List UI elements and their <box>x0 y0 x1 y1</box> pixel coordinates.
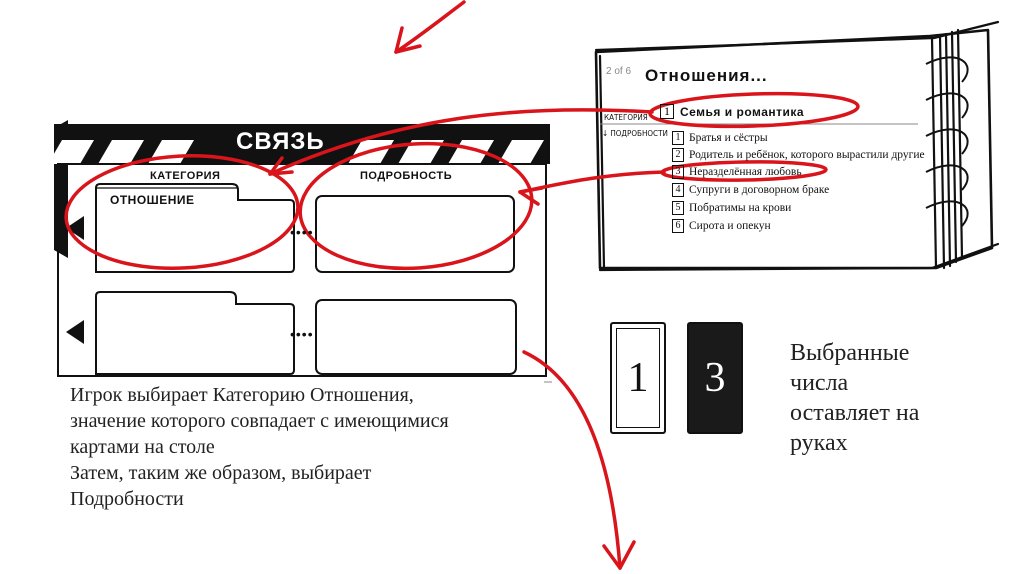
option-number: 6 <box>672 219 684 233</box>
option-text: Родитель и ребёнок, которого вырастили д… <box>689 149 925 161</box>
option-number: 3 <box>672 165 684 179</box>
arrow-top-icon <box>394 0 466 54</box>
details-header: ПОДРОБНОСТЬ <box>360 170 453 182</box>
highlight-ellipse-category <box>64 153 300 271</box>
number-card-1: 1 <box>610 322 666 434</box>
binding-rings-icon <box>925 56 969 227</box>
option-number: 1 <box>672 131 684 145</box>
connector-dots: •••• <box>290 326 314 342</box>
option-number: 4 <box>672 183 684 197</box>
side-caption: Выбранные числа оставляет на руках <box>790 338 990 458</box>
red-annotations <box>64 0 860 570</box>
option-number: 5 <box>672 201 684 215</box>
category-slot-1 <box>95 183 295 273</box>
category-number: 1 <box>660 104 674 119</box>
connector-dots: •••• <box>290 224 314 240</box>
option-text: Неразделённая любовь <box>689 166 802 178</box>
caption-line: Затем, таким же образом, выбирает <box>70 462 372 484</box>
category-title: Семья и романтика <box>680 104 805 119</box>
option-number: 2 <box>672 148 684 162</box>
caption-line: значение которого совпадает с имеющимися <box>70 410 449 432</box>
list-item: 5 Побратимы на крови <box>672 201 791 215</box>
caption-line: руках <box>790 430 848 456</box>
option-text: Побратимы на крови <box>689 202 792 214</box>
option-text: Сирота и опекун <box>689 220 771 232</box>
caption-line: Подробности <box>70 488 184 510</box>
book-sketch <box>594 20 1000 272</box>
list-item: 1 Братья и сёстры <box>672 131 768 145</box>
list-item: 4 Супруги в договорном браке <box>672 183 829 197</box>
category-slot-2 <box>95 291 295 375</box>
caption-line: Игрок выбирает Категорию Отношения, <box>70 384 414 406</box>
caption-line: оставляет на <box>790 400 920 426</box>
book-title: Отношения... <box>645 66 768 85</box>
category-tab-label: ОТНОШЕНИЕ <box>110 193 195 207</box>
page-number: 2 of 6 <box>606 66 632 77</box>
list-item: 3 Неразделённая любовь <box>672 165 802 179</box>
option-text: Супруги в договорном браке <box>689 184 830 196</box>
arrow-tab-icon <box>66 320 84 344</box>
number-card-3: 3 <box>687 322 743 434</box>
arrow-bottom-icon <box>522 350 622 570</box>
arrow-tab-icon <box>66 216 84 240</box>
category-header: КАТЕГОРИЯ <box>150 170 221 182</box>
board-title: СВЯЗЬ <box>236 128 325 155</box>
details-slot-2 <box>315 299 517 375</box>
connector-line <box>268 108 654 176</box>
book-category: 1 Семья и романтика <box>660 104 804 119</box>
caption-line: числа <box>790 370 849 396</box>
caption-line: картами на столе <box>70 436 215 458</box>
main-caption: Игрок выбирает Категорию Отношения, знач… <box>70 382 590 512</box>
option-text: Братья и сёстры <box>689 132 768 144</box>
list-item: 6 Сирота и опекун <box>672 219 771 233</box>
board-frame <box>57 163 547 377</box>
list-item: 2 Родитель и ребёнок, которого вырастили… <box>672 148 925 162</box>
caption-line: Выбранные <box>790 340 910 366</box>
side-label-details: ↓ ПОДРОБНОСТИ <box>602 129 668 138</box>
side-label-category: КАТЕГОРИЯ <box>604 113 648 122</box>
